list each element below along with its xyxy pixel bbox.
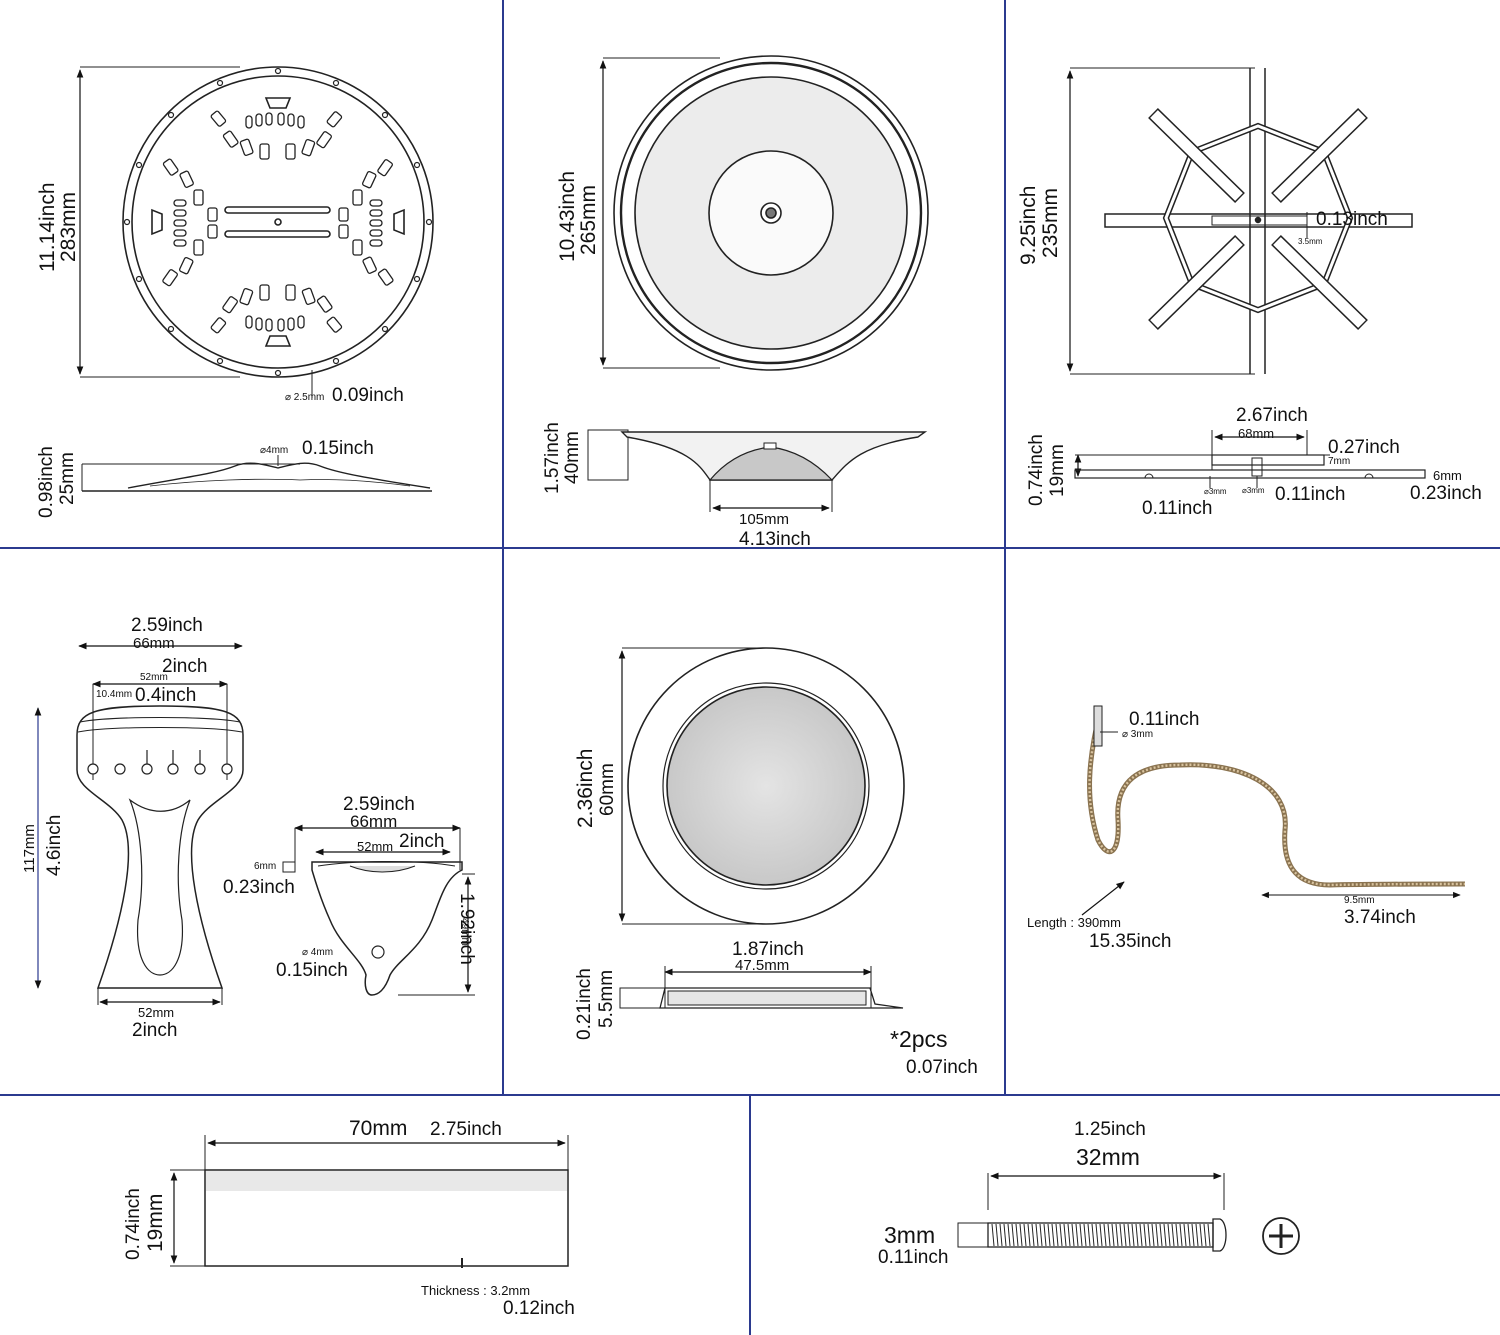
disc-thickness-inch: 0.07inch xyxy=(906,1057,978,1078)
cable-drawing xyxy=(1081,705,1466,916)
bar-length-mm: 70mm xyxy=(349,1117,408,1140)
cable-length-inch: 15.35inch xyxy=(1089,931,1172,952)
cone-cover-hole-mm: ⌀ 2.5mm xyxy=(285,392,325,403)
tailpiece-bottom-mm: 52mm xyxy=(138,1005,175,1020)
cone-cover-drawing xyxy=(76,66,434,492)
disc-depth-mm: 5.5mm xyxy=(596,969,617,1028)
cone-cover-height-inch: 11.14inch xyxy=(36,182,59,272)
screw-dia-inch: 0.11inch xyxy=(878,1247,949,1268)
cable-end-mm: 9.5mm xyxy=(1344,895,1375,906)
tailpiece-side-inner-mm: 52mm xyxy=(357,839,394,854)
cone-cover-center-hole-mm: ⌀4mm xyxy=(260,445,289,456)
cone-depth-mm: 40mm xyxy=(562,431,583,484)
tailpiece-side-top-inch: 2.59inch xyxy=(343,794,415,815)
spider-thick-mm: 7mm xyxy=(1328,456,1351,467)
spider-height-inch: 9.25inch xyxy=(1017,185,1040,265)
tailpiece-side-lip-inch: 0.23inch xyxy=(223,877,295,898)
spider-total-mm: 19mm xyxy=(1047,444,1068,497)
tailpiece-side-inner-inch: 2inch xyxy=(399,831,445,852)
tailpiece-side-height-mm: 49mm xyxy=(459,918,470,946)
spider-total-inch: 0.74inch xyxy=(1026,434,1047,506)
tailpiece-top-inch: 2.59inch xyxy=(131,615,203,636)
spider-width-inch: 2.67inch xyxy=(1236,405,1308,426)
tailpiece-height-mm: 117mm xyxy=(21,824,38,873)
spider-end-inch: 0.23inch xyxy=(1410,483,1482,504)
bar-height-mm: 19mm xyxy=(144,1193,167,1252)
spider-hole1-inch: 0.11inch xyxy=(1142,498,1213,519)
cable-length-mm: Length : 390mm xyxy=(1027,915,1121,930)
tailpiece-inner-mm: 52mm xyxy=(140,672,168,683)
tailpiece-side-hole-mm: ⌀ 4mm xyxy=(302,947,334,958)
cable-dia-inch: 0.11inch xyxy=(1129,709,1200,730)
spider-slot-mm: 3.5mm xyxy=(1298,237,1323,246)
cone-cover-depth-inch: 0.98inch xyxy=(36,446,57,518)
cone-cover-center-hole-inch: 0.15inch xyxy=(302,438,374,459)
disc-height-mm: 60mm xyxy=(597,763,618,816)
cone-cover-hole-inch: 0.09inch xyxy=(332,385,404,406)
spider-hole2-inch: 0.11inch xyxy=(1275,484,1346,505)
spider-slot-inch: 0.13inch xyxy=(1316,209,1388,230)
disc-drawing xyxy=(618,647,905,1009)
tailpiece-side-hole-inch: 0.15inch xyxy=(276,960,348,981)
cable-dia-mm: ⌀ 3mm xyxy=(1122,729,1154,740)
tailpiece-side-lip-mm: 6mm xyxy=(254,861,277,872)
tailpiece-bottom-inch: 2inch xyxy=(132,1020,178,1041)
spider-end-mm: 6mm xyxy=(1433,468,1462,483)
cone-height-inch: 10.43inch xyxy=(556,170,579,262)
screw-dia-mm: 3mm xyxy=(884,1222,936,1248)
spider-drawing xyxy=(1066,67,1426,488)
spider-hole2-mm: ⌀3mm xyxy=(1242,486,1265,495)
tailpiece-hole-mm: 10.4mm xyxy=(96,689,133,700)
disc-quantity: *2pcs xyxy=(890,1026,948,1052)
bar-thickness-mm: Thickness : 3.2mm xyxy=(421,1283,531,1298)
screw-length-inch: 1.25inch xyxy=(1074,1119,1146,1140)
tailpiece-hole-inch: 0.4inch xyxy=(135,685,197,706)
spider-hole1-mm: ⌀3mm xyxy=(1204,487,1227,496)
screw-length-mm: 32mm xyxy=(1076,1144,1140,1170)
tailpiece-top-mm: 66mm xyxy=(133,635,175,652)
bar-thickness-inch: 0.12inch xyxy=(503,1298,575,1319)
cone-base-mm: 105mm xyxy=(739,511,790,528)
disc-width-inch: 1.87inch xyxy=(732,939,804,960)
screw-drawing xyxy=(957,1172,1300,1255)
cone-height-mm: 265mm xyxy=(577,184,600,255)
cable-end-inch: 3.74inch xyxy=(1344,907,1416,928)
cone-cover-height-mm: 283mm xyxy=(57,191,80,262)
bar-length-inch: 2.75inch xyxy=(430,1119,502,1140)
cone-cover-depth-mm: 25mm xyxy=(57,452,78,505)
spider-height-mm: 235mm xyxy=(1039,187,1062,258)
spider-thick-inch: 0.27inch xyxy=(1328,437,1400,458)
disc-width-mm: 47.5mm xyxy=(735,957,790,974)
cone-depth-inch: 1.57inch xyxy=(542,422,563,494)
bar-height-inch: 0.74inch xyxy=(123,1188,144,1260)
disc-depth-inch: 0.21inch xyxy=(574,968,595,1040)
disc-height-inch: 2.36inch xyxy=(574,748,597,828)
spider-width-mm: 68mm xyxy=(1238,426,1275,441)
cone-base-inch: 4.13inch xyxy=(739,529,811,550)
tailpiece-inner-inch: 2inch xyxy=(162,656,208,677)
bar-drawing xyxy=(170,1135,569,1268)
tailpiece-drawing xyxy=(34,642,475,1006)
cone-drawing xyxy=(587,55,929,512)
tailpiece-side-top-mm: 66mm xyxy=(350,812,398,831)
tailpiece-height-inch: 4.6inch xyxy=(44,814,65,876)
